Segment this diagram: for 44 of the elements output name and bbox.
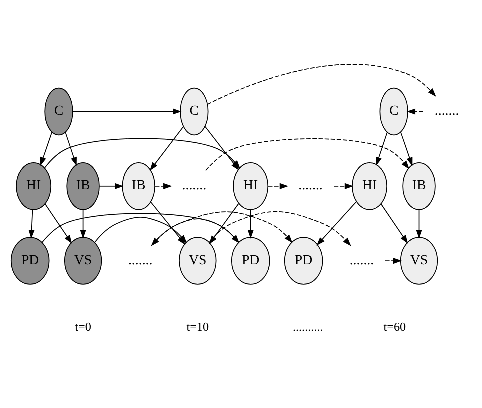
arrow [65, 132, 77, 166]
node-ellipse: VS [400, 237, 438, 285]
arrow [268, 183, 289, 190]
arrow [334, 183, 354, 190]
arrow [80, 210, 86, 239]
node-ellipse: PD [231, 237, 270, 285]
arrow [380, 204, 408, 244]
node-text: ....... [128, 253, 153, 268]
node-ellipse: C [44, 88, 74, 136]
node-text: ....... [434, 104, 460, 120]
arrow [406, 108, 424, 115]
arrow [150, 126, 184, 172]
node-ellipse: C [180, 88, 209, 136]
arrow [207, 64, 436, 106]
node-ellipse: HI [233, 162, 269, 210]
arrow [40, 132, 53, 166]
arrow [28, 210, 35, 239]
node-ellipse: IB [66, 162, 100, 210]
arrow [316, 202, 357, 246]
node-ellipse: PD [284, 237, 324, 285]
node-text: ....... [182, 178, 207, 194]
node-ellipse: IB [122, 162, 156, 210]
node-text: ....... [350, 253, 374, 268]
node-ellipse: HI [352, 162, 388, 210]
node-text: ....... [298, 178, 323, 194]
arrow [385, 258, 402, 264]
label: t=10 [186, 320, 210, 334]
arrow [154, 183, 172, 190]
arrow [248, 210, 254, 239]
node-ellipse: PD [10, 237, 50, 285]
label: t=0 [75, 320, 92, 334]
label: .......... [292, 320, 324, 334]
arrow [400, 132, 413, 166]
node-ellipse: VS [179, 237, 217, 285]
node-ellipse: IB [402, 162, 436, 210]
arrow [44, 204, 72, 244]
node-ellipse: C [380, 88, 408, 136]
arrow [72, 108, 182, 115]
node-ellipse: VS [64, 237, 102, 285]
arrow [376, 132, 388, 166]
arrow [416, 210, 422, 239]
label: t=60 [384, 320, 406, 334]
node-ellipse: HI [16, 162, 52, 210]
arrow [99, 183, 124, 190]
